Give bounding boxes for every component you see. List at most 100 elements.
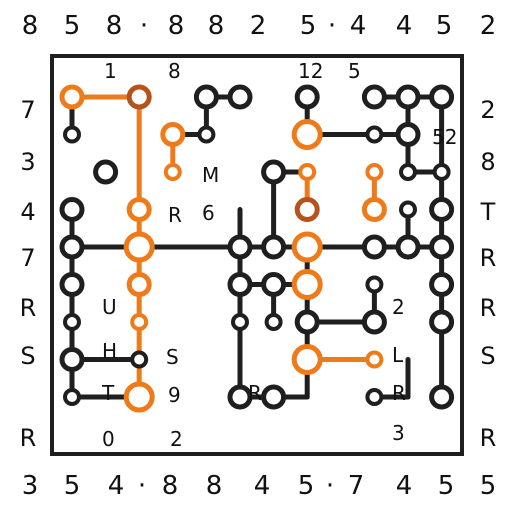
ring-node[interactable] [59, 347, 85, 372]
left-clue: R [20, 294, 37, 322]
ring-node[interactable] [123, 381, 155, 413]
ring-node[interactable] [227, 384, 253, 410]
ring-node[interactable] [399, 163, 417, 181]
ring-node[interactable] [126, 272, 152, 297]
inner-label: H [102, 339, 117, 363]
top-clue: 8 [22, 11, 39, 41]
ring-node[interactable] [429, 384, 455, 410]
ring-node[interactable] [123, 231, 155, 263]
ring-node[interactable] [63, 313, 81, 331]
ring-node[interactable] [63, 388, 81, 406]
ring-node[interactable] [264, 313, 283, 331]
ring-node[interactable] [429, 309, 455, 335]
ring-node[interactable] [361, 309, 387, 335]
ring-node[interactable] [59, 84, 85, 110]
ring-node[interactable] [365, 163, 384, 181]
ring-node[interactable] [298, 163, 317, 181]
ring-node[interactable] [130, 313, 149, 331]
ring-node[interactable] [126, 197, 152, 222]
ring-node[interactable] [59, 272, 85, 297]
bottom-clue: 4 [108, 471, 125, 501]
ring-node[interactable] [365, 388, 384, 406]
inner-label: 6 [202, 201, 215, 225]
ring-node[interactable] [395, 84, 421, 110]
ring-node[interactable] [227, 84, 253, 110]
ring-node[interactable] [130, 350, 149, 369]
ring-node[interactable] [395, 234, 421, 260]
ring-node[interactable] [126, 84, 152, 110]
right-clue: R [480, 244, 497, 272]
bottom-clue: 5 [480, 471, 497, 501]
ring-node[interactable] [59, 197, 85, 222]
ring-node[interactable] [63, 125, 81, 144]
inner-label: 3 [392, 421, 405, 445]
ring-node[interactable] [429, 234, 455, 260]
inner-labels: 1 8 12 5 52 M R 6 U 2 H S L T 9 R R 0 2 … [101, 59, 457, 451]
left-clue: S [20, 342, 35, 370]
ring-node[interactable] [193, 84, 219, 110]
top-clue: 8 [106, 11, 123, 41]
ring-node[interactable] [365, 275, 384, 294]
inner-label: M [202, 163, 219, 187]
ring-node[interactable] [429, 197, 455, 222]
ring-node[interactable] [261, 159, 287, 185]
bottom-clue: 4 [254, 471, 271, 501]
ring-node[interactable] [294, 84, 320, 110]
top-clue: 2 [480, 11, 497, 41]
bottom-clue-row: 3 5 4 · 8 8 4 5 5 · 7 4 5 5 [22, 471, 497, 501]
inner-label: 52 [432, 125, 457, 149]
ring-node[interactable] [399, 200, 417, 219]
ring-node[interactable] [395, 122, 421, 147]
ring-node[interactable] [429, 272, 455, 297]
ring-node[interactable] [361, 84, 387, 110]
ring-node[interactable] [227, 272, 253, 297]
ring-node[interactable] [432, 163, 451, 181]
ring-node[interactable] [361, 234, 387, 260]
inner-label: R [168, 203, 182, 227]
right-clue-column: 2 8 T R R S R [480, 96, 497, 452]
ring-node[interactable] [294, 309, 320, 335]
ring-node[interactable] [291, 119, 323, 150]
right-clue: T [480, 198, 496, 226]
bottom-clue: 5 [298, 471, 315, 501]
ring-node[interactable] [365, 125, 384, 144]
ring-node[interactable] [197, 125, 216, 144]
right-clue: S [480, 342, 495, 370]
right-clue: 2 [480, 96, 495, 124]
inner-label: 9 [168, 383, 181, 407]
inner-label: T [101, 381, 115, 405]
top-clue: 8 [168, 11, 185, 41]
bottom-clue: 4 [396, 471, 413, 501]
ring-node[interactable] [59, 234, 85, 260]
bottom-clue: 5 [64, 471, 81, 501]
ring-node[interactable] [365, 350, 384, 369]
ring-node[interactable] [93, 159, 119, 185]
ring-node[interactable] [291, 231, 323, 263]
ring-node[interactable] [231, 313, 249, 331]
top-clue: 4 [350, 11, 367, 41]
board-frame [50, 54, 464, 456]
bottom-clue: 3 [22, 471, 39, 501]
inner-label: 2 [170, 427, 183, 451]
bottom-clue: · [138, 471, 146, 501]
ring-node[interactable] [261, 234, 287, 260]
ring-node[interactable] [227, 234, 253, 260]
ring-node[interactable] [261, 384, 287, 410]
ring-node[interactable] [291, 269, 323, 300]
ring-node[interactable] [163, 163, 182, 181]
bottom-clue: 8 [162, 471, 179, 501]
ring-node[interactable] [291, 344, 323, 375]
left-clue: 7 [20, 244, 35, 272]
ring-node[interactable] [160, 122, 186, 147]
inner-label: 0 [102, 427, 115, 451]
inner-label: L [392, 343, 404, 367]
left-clue: 3 [20, 148, 35, 176]
top-clue: 2 [250, 11, 267, 41]
ring-node[interactable] [294, 197, 320, 222]
bottom-clue: 7 [348, 471, 365, 501]
ring-node[interactable] [361, 197, 387, 222]
ring-node[interactable] [261, 272, 287, 297]
top-clue: 5 [436, 11, 453, 41]
ring-node[interactable] [429, 84, 455, 110]
bottom-clue: 8 [206, 471, 223, 501]
